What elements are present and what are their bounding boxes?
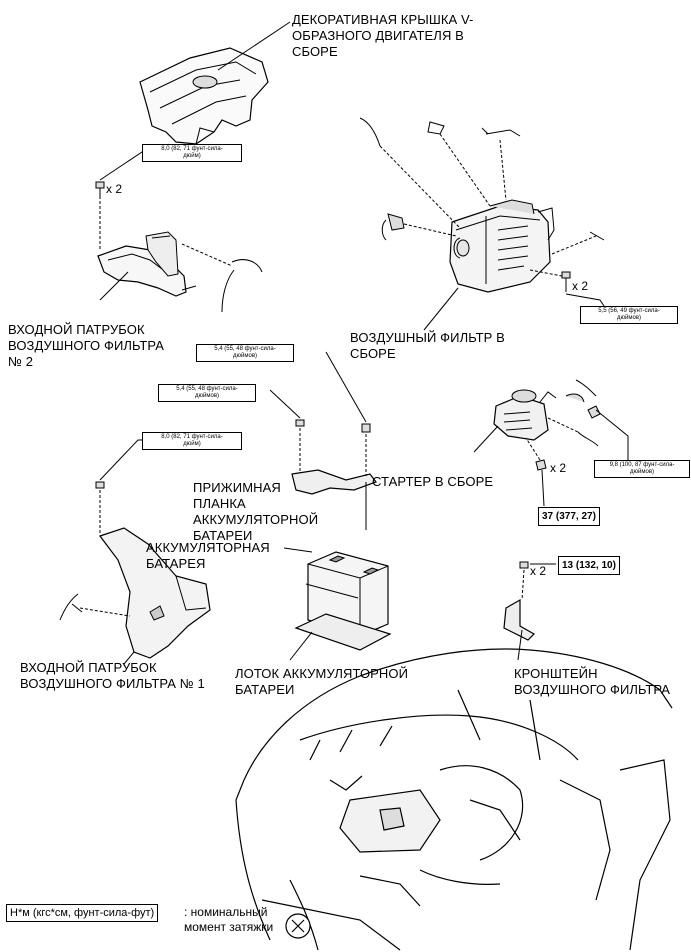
starter-part bbox=[473, 379, 601, 507]
label-battery: АККУМУЛЯТОРНАЯ БАТАРЕЯ bbox=[146, 540, 270, 571]
label-engine-cover: ДЕКОРАТИВНАЯ КРЫШКА V- ОБРАЗНОГО ДВИГАТЕ… bbox=[292, 12, 474, 59]
torque-clamp-nut: 5,4 (55, 48 фунт-сила- дюймов) bbox=[196, 344, 294, 362]
label-starter: СТАРТЕР В СБОРЕ bbox=[372, 474, 494, 489]
engine-cover-part bbox=[139, 21, 291, 145]
vehicle-illustration bbox=[235, 648, 673, 951]
torque-starter-nut: 9,8 (100, 87 фунт-сила- дюймов) bbox=[594, 460, 690, 478]
qty-air-filter-bolt: x 2 bbox=[572, 279, 589, 293]
label-air-filter-bracket: КРОНШТЕЙН ВОЗДУШНОГО ФИЛЬТРА bbox=[514, 666, 671, 697]
torque-inlet1-bolt: 8,0 (82, 71 фунт-сила- дюйм) bbox=[142, 432, 242, 450]
torque-inlet2-bolt: 8,0 (82, 71 фунт-сила- дюйм) bbox=[142, 144, 242, 162]
qty-bracket-bolt: x 2 bbox=[530, 564, 547, 578]
torque-clamp-bolt: 5,4 (55, 48 фунт-сила- дюймов) bbox=[158, 384, 256, 402]
label-air-inlet-no1: ВХОДНОЙ ПАТРУБОК ВОЗДУШНОГО ФИЛЬТРА № 1 bbox=[20, 660, 205, 691]
legend-torque-unit: Н*м (кгс*см, фунт-сила-фут) bbox=[6, 904, 159, 922]
battery-tray-part bbox=[289, 613, 392, 661]
label-battery-clamp: ПРИЖИМНАЯ ПЛАНКА АККУМУЛЯТОРНОЙ БАТАРЕИ bbox=[193, 480, 319, 543]
legend-note: : номинальный момент затяжки bbox=[184, 905, 274, 934]
air-filter-bracket-part bbox=[503, 561, 556, 661]
qty-inlet2-bolt: x 2 bbox=[106, 182, 123, 196]
air-inlet-no1-part bbox=[59, 481, 211, 665]
label-battery-tray: ЛОТОК АККУМУЛЯТОРНОЙ БАТАРЕИ bbox=[235, 666, 409, 697]
air-filter-part bbox=[359, 117, 605, 331]
label-air-filter: ВОЗДУШНЫЙ ФИЛЬТР В СБОРЕ bbox=[350, 330, 505, 361]
torque-bracket-bolt: 13 (132, 10) bbox=[558, 556, 620, 575]
air-inlet-no2-part bbox=[95, 181, 263, 313]
torque-air-filter-bolt: 5,5 (56, 49 фунт-сила- дюймов) bbox=[580, 306, 678, 324]
battery-clamp-part bbox=[269, 351, 377, 530]
label-air-inlet-no2: ВХОДНОЙ ПАТРУБОК ВОЗДУШНОГО ФИЛЬТРА № 2 bbox=[8, 322, 165, 369]
qty-starter-bolt: x 2 bbox=[550, 461, 567, 475]
torque-starter-bolt: 37 (377, 27) bbox=[538, 507, 600, 526]
